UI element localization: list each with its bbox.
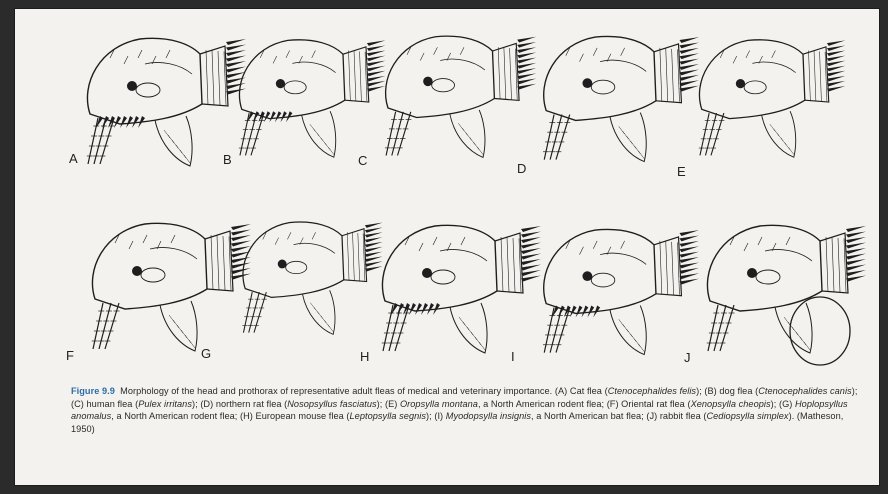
flea-drawing-b: [239, 40, 386, 157]
panel-label-f: F: [66, 348, 74, 363]
flea-drawing-a: [87, 38, 246, 166]
panel-label-i: I: [511, 349, 515, 364]
species-name: Leptopsylla segnis: [350, 411, 427, 421]
figure-caption: Figure 9.9 Morphology of the head and pr…: [71, 385, 861, 435]
panel-label-b: B: [223, 152, 232, 167]
figure-title: Morphology of the head and prothorax of …: [120, 386, 552, 396]
caption-text: , a North American bat flea; (J) rabbit …: [531, 411, 706, 421]
flea-drawing-h: [382, 225, 541, 353]
figure-plate: A B C D E F G H I J: [15, 9, 881, 381]
flea-drawing-c: [385, 36, 536, 157]
figure-number: Figure 9.9: [71, 386, 115, 396]
species-name: Nosopsyllus fasciatus: [287, 399, 376, 409]
caption-text: (A) Cat flea (: [552, 386, 607, 396]
caption-text: ); (D) northern rat flea (: [192, 399, 287, 409]
species-name: Ctenocephalides canis: [758, 386, 852, 396]
panel-label-d: D: [517, 161, 526, 176]
flea-drawing-g: [242, 222, 382, 334]
species-name: Xenopsylla cheopis: [691, 399, 771, 409]
species-name: Cediopsylla simplex: [706, 411, 788, 421]
flea-drawing-i: [543, 229, 699, 354]
book-page: A B C D E F G H I J Figure 9.9 Morpholog…: [14, 8, 880, 486]
panel-label-a: A: [69, 151, 78, 166]
caption-text: , a North American rodent flea; (F) Orie…: [478, 399, 691, 409]
caption-text: ); (E): [377, 399, 400, 409]
flea-drawing-f: [92, 223, 251, 351]
panel-label-j: J: [684, 350, 691, 365]
caption-text: ); (G): [771, 399, 795, 409]
flea-drawing-e: [699, 40, 846, 157]
species-name: Ctenocephalides felis: [608, 386, 696, 396]
species-name: Myodopsylla insignis: [446, 411, 531, 421]
caption-text: ); (I): [426, 411, 446, 421]
caption-text: , a North American rodent flea; (H) Euro…: [111, 411, 349, 421]
flea-drawing-j: [707, 225, 866, 365]
caption-text: ); (B) dog flea (: [696, 386, 758, 396]
panel-label-h: H: [360, 349, 369, 364]
species-name: Pulex irritans: [138, 399, 192, 409]
panel-label-c: C: [358, 153, 367, 168]
flea-illustrations: [15, 9, 881, 381]
flea-drawing-d: [543, 36, 699, 161]
species-name: Oropsylla montana: [400, 399, 478, 409]
panel-label-e: E: [677, 164, 686, 179]
panel-label-g: G: [201, 346, 211, 361]
